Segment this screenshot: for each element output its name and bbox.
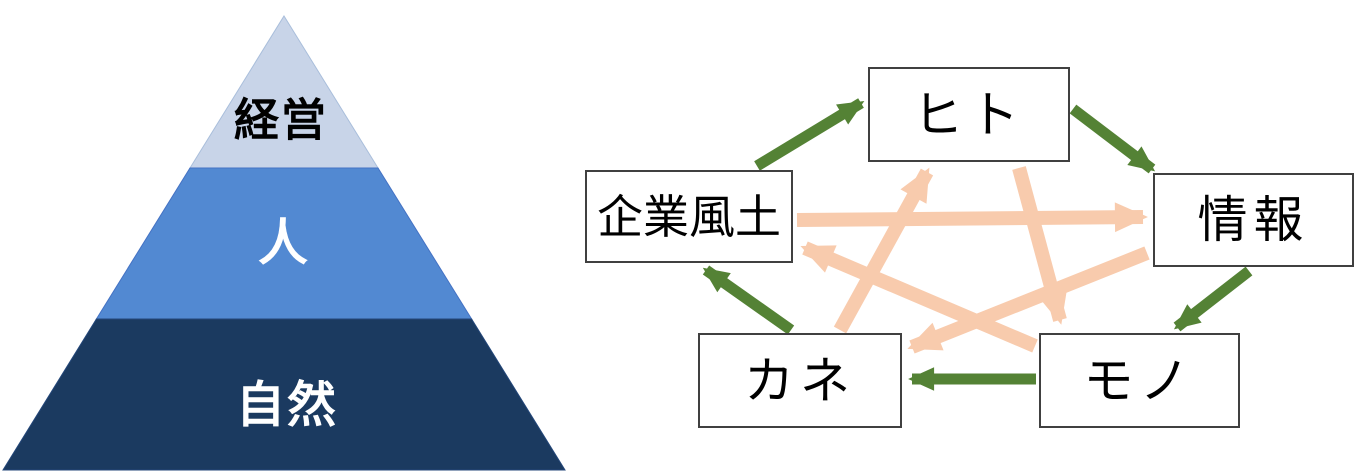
- star-arrow-hito-to-mono: [1012, 166, 1068, 325]
- cycle-arrow-kane-to-kigyofudo: [702, 265, 795, 335]
- pyramid-layer-nature: [2, 318, 566, 471]
- pyramid-label-nature: 自然: [235, 378, 339, 433]
- node-box-mono: モノ: [1039, 333, 1240, 428]
- star-arrow-kigyofudo-to-joho: [796, 202, 1148, 233]
- node-label-hito: ヒト: [913, 86, 1025, 143]
- node-label-mono: モノ: [1083, 352, 1196, 409]
- star-arrow-mono-to-kigyofudo: [800, 241, 1038, 353]
- node-box-kane: カネ: [698, 333, 902, 428]
- node-box-joho: 情報: [1153, 173, 1354, 267]
- node-label-kane: カネ: [744, 352, 856, 409]
- cycle-arrow-kigyofudo-to-hito: [754, 98, 865, 171]
- pyramid-label-management: 経営: [233, 94, 329, 146]
- node-label-joho: 情報: [1197, 192, 1310, 248]
- star-arrow-joho-to-kane: [907, 246, 1150, 354]
- cycle-arrow-hito-to-joho: [1069, 104, 1156, 174]
- cycle-arrow-joho-to-mono: [1173, 266, 1253, 332]
- star-arrow-kane-to-hito: [833, 167, 934, 334]
- node-box-hito: ヒト: [868, 67, 1070, 162]
- pyramid-label-people: 人: [258, 215, 310, 271]
- node-label-kigyofudo: 企業風土: [597, 190, 781, 243]
- node-box-kigyofudo: 企業風土: [585, 170, 793, 263]
